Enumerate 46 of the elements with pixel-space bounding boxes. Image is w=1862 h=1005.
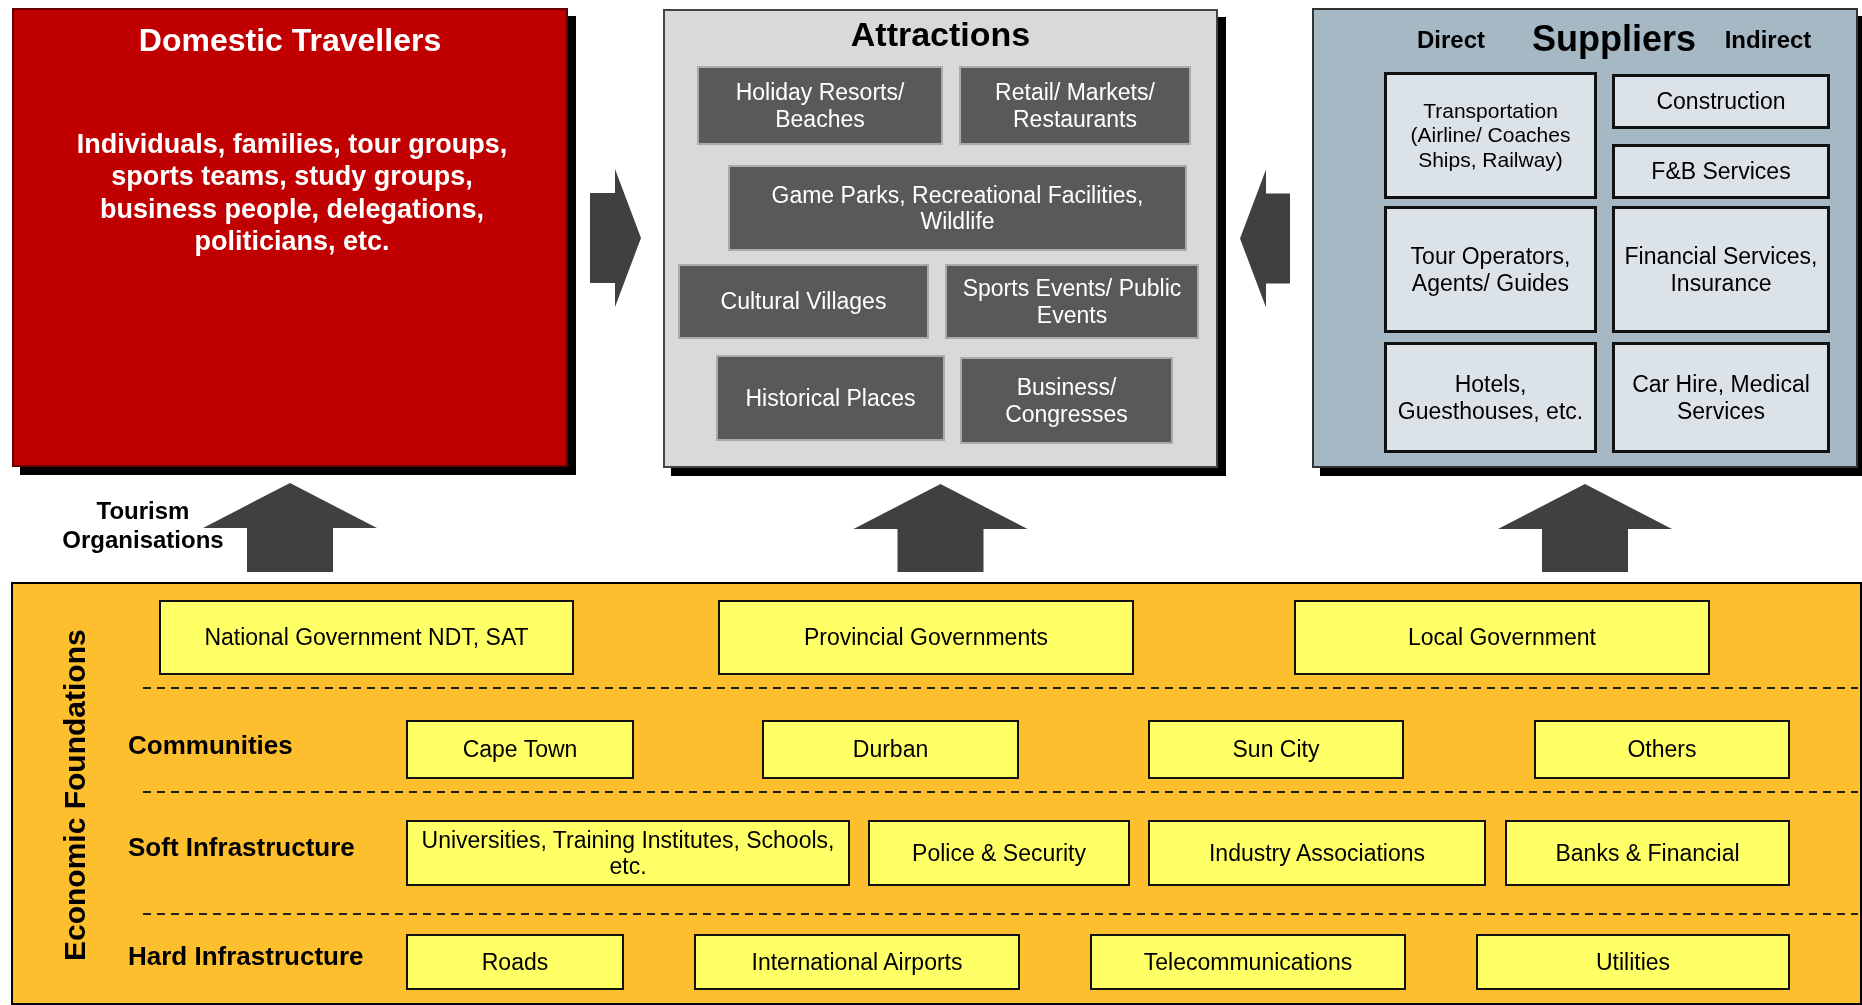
- panel-title: Domestic Travellers: [137, 22, 443, 59]
- attraction-box: Sports Events/ Public Events: [945, 264, 1199, 339]
- supplier-box: Car Hire, Medical Services: [1612, 342, 1830, 453]
- foundation-box: Others: [1534, 720, 1790, 779]
- foundation-box: Universities, Training Institutes, Schools, etc.: [406, 820, 850, 886]
- panel-description: Individuals, families, tour groups, sports teams, study groups, business people, delegations, politicians, etc.: [75, 128, 509, 258]
- attraction-box: Game Parks, Recreational Facilities, Wildlife: [728, 165, 1187, 251]
- column-heading: Indirect: [1723, 26, 1813, 54]
- row-label: Soft Infrastructure: [128, 832, 355, 863]
- row-label: Communities: [128, 730, 293, 761]
- foundations-band: [11, 582, 1862, 1005]
- foundation-box: National Government NDT, SAT: [159, 600, 574, 675]
- block-arrow: [853, 484, 1028, 572]
- supplier-box: Tour Operators, Agents/ Guides: [1384, 206, 1597, 333]
- foundation-box: Durban: [762, 720, 1019, 779]
- block-arrow: [203, 483, 377, 572]
- supplier-box: Hotels, Guesthouses, etc.: [1384, 342, 1597, 453]
- panel-title: Attractions: [849, 15, 1032, 54]
- panel-title: Suppliers: [1530, 18, 1697, 60]
- foundation-box: Provincial Governments: [718, 600, 1134, 675]
- foundation-box: Roads: [406, 934, 624, 990]
- block-arrow: [1498, 484, 1672, 572]
- foundation-box: Banks & Financial: [1505, 820, 1790, 886]
- attraction-box: Cultural Villages: [678, 264, 929, 339]
- supplier-box: Financial Services, Insurance: [1612, 206, 1830, 333]
- attraction-box: Holiday Resorts/ Beaches: [697, 66, 943, 145]
- foundation-box: Telecommunications: [1090, 934, 1406, 990]
- foundation-box: Police & Security: [868, 820, 1130, 886]
- edge-label: Tourism Organisations: [61, 497, 225, 555]
- vertical-title: Economic Foundations: [57, 628, 92, 963]
- supplier-box: F&B Services: [1612, 144, 1830, 199]
- attraction-box: Historical Places: [716, 355, 945, 441]
- foundation-box: Industry Associations: [1148, 820, 1486, 886]
- supplier-box: Construction: [1612, 74, 1830, 129]
- attraction-box: Business/ Congresses: [960, 357, 1173, 444]
- foundation-box: Cape Town: [406, 720, 634, 779]
- foundation-box: Sun City: [1148, 720, 1404, 779]
- foundation-box: Local Government: [1294, 600, 1710, 675]
- column-heading: Direct: [1416, 26, 1486, 54]
- row-label: Hard Infrastructure: [128, 941, 364, 972]
- attraction-box: Retail/ Markets/ Restaurants: [959, 66, 1191, 145]
- foundation-box: Utilities: [1476, 934, 1790, 990]
- foundation-box: International Airports: [694, 934, 1020, 990]
- supplier-box: Transportation (Airline/ Coaches Ships, Railway): [1384, 72, 1597, 199]
- block-arrow: [590, 169, 641, 307]
- block-arrow: [1240, 169, 1290, 308]
